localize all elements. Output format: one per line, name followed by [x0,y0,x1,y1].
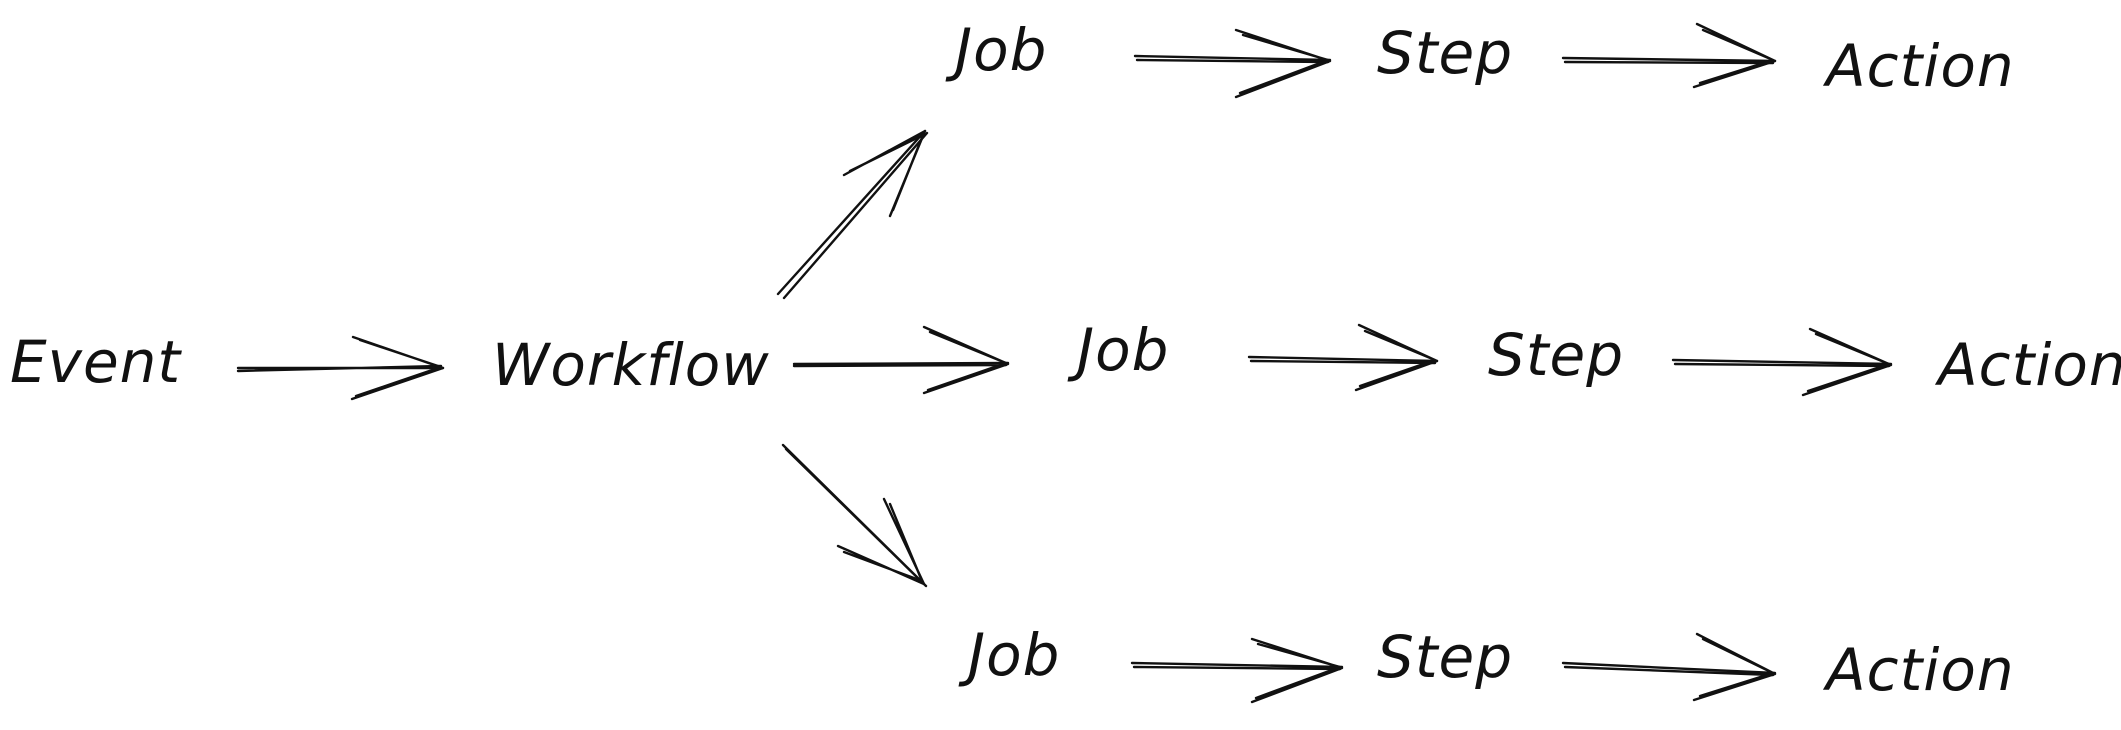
arrow-workflow-to-job-top [776,129,929,300]
node-job-bottom: Job [958,621,1060,689]
node-event: Event [10,328,182,396]
arrow-workflow-to-job-bottom [781,443,928,588]
arrow-step-middle-to-action-middle [1671,327,1893,397]
node-action-middle: Action [1934,331,2121,399]
arrow-event-to-workflow [236,335,445,401]
node-step-bottom: Step [1377,623,1513,691]
arrow-job-bottom-to-step-bottom [1130,637,1344,704]
node-workflow: Workflow [492,331,770,399]
node-action-top: Action [1822,32,2015,100]
arrow-workflow-to-job-middle [792,325,1010,395]
node-action-bottom: Action [1822,636,2015,704]
node-step-top: Step [1377,19,1513,87]
arrow-step-top-to-action-top [1561,22,1777,89]
arrow-step-bottom-to-action-bottom [1561,632,1777,702]
arrow-job-middle-to-step-middle [1247,323,1439,392]
node-step-middle: Step [1488,321,1624,389]
arrow-job-top-to-step-top [1133,28,1332,99]
node-job-middle: Job [1067,316,1169,384]
node-job-top: Job [945,16,1047,84]
